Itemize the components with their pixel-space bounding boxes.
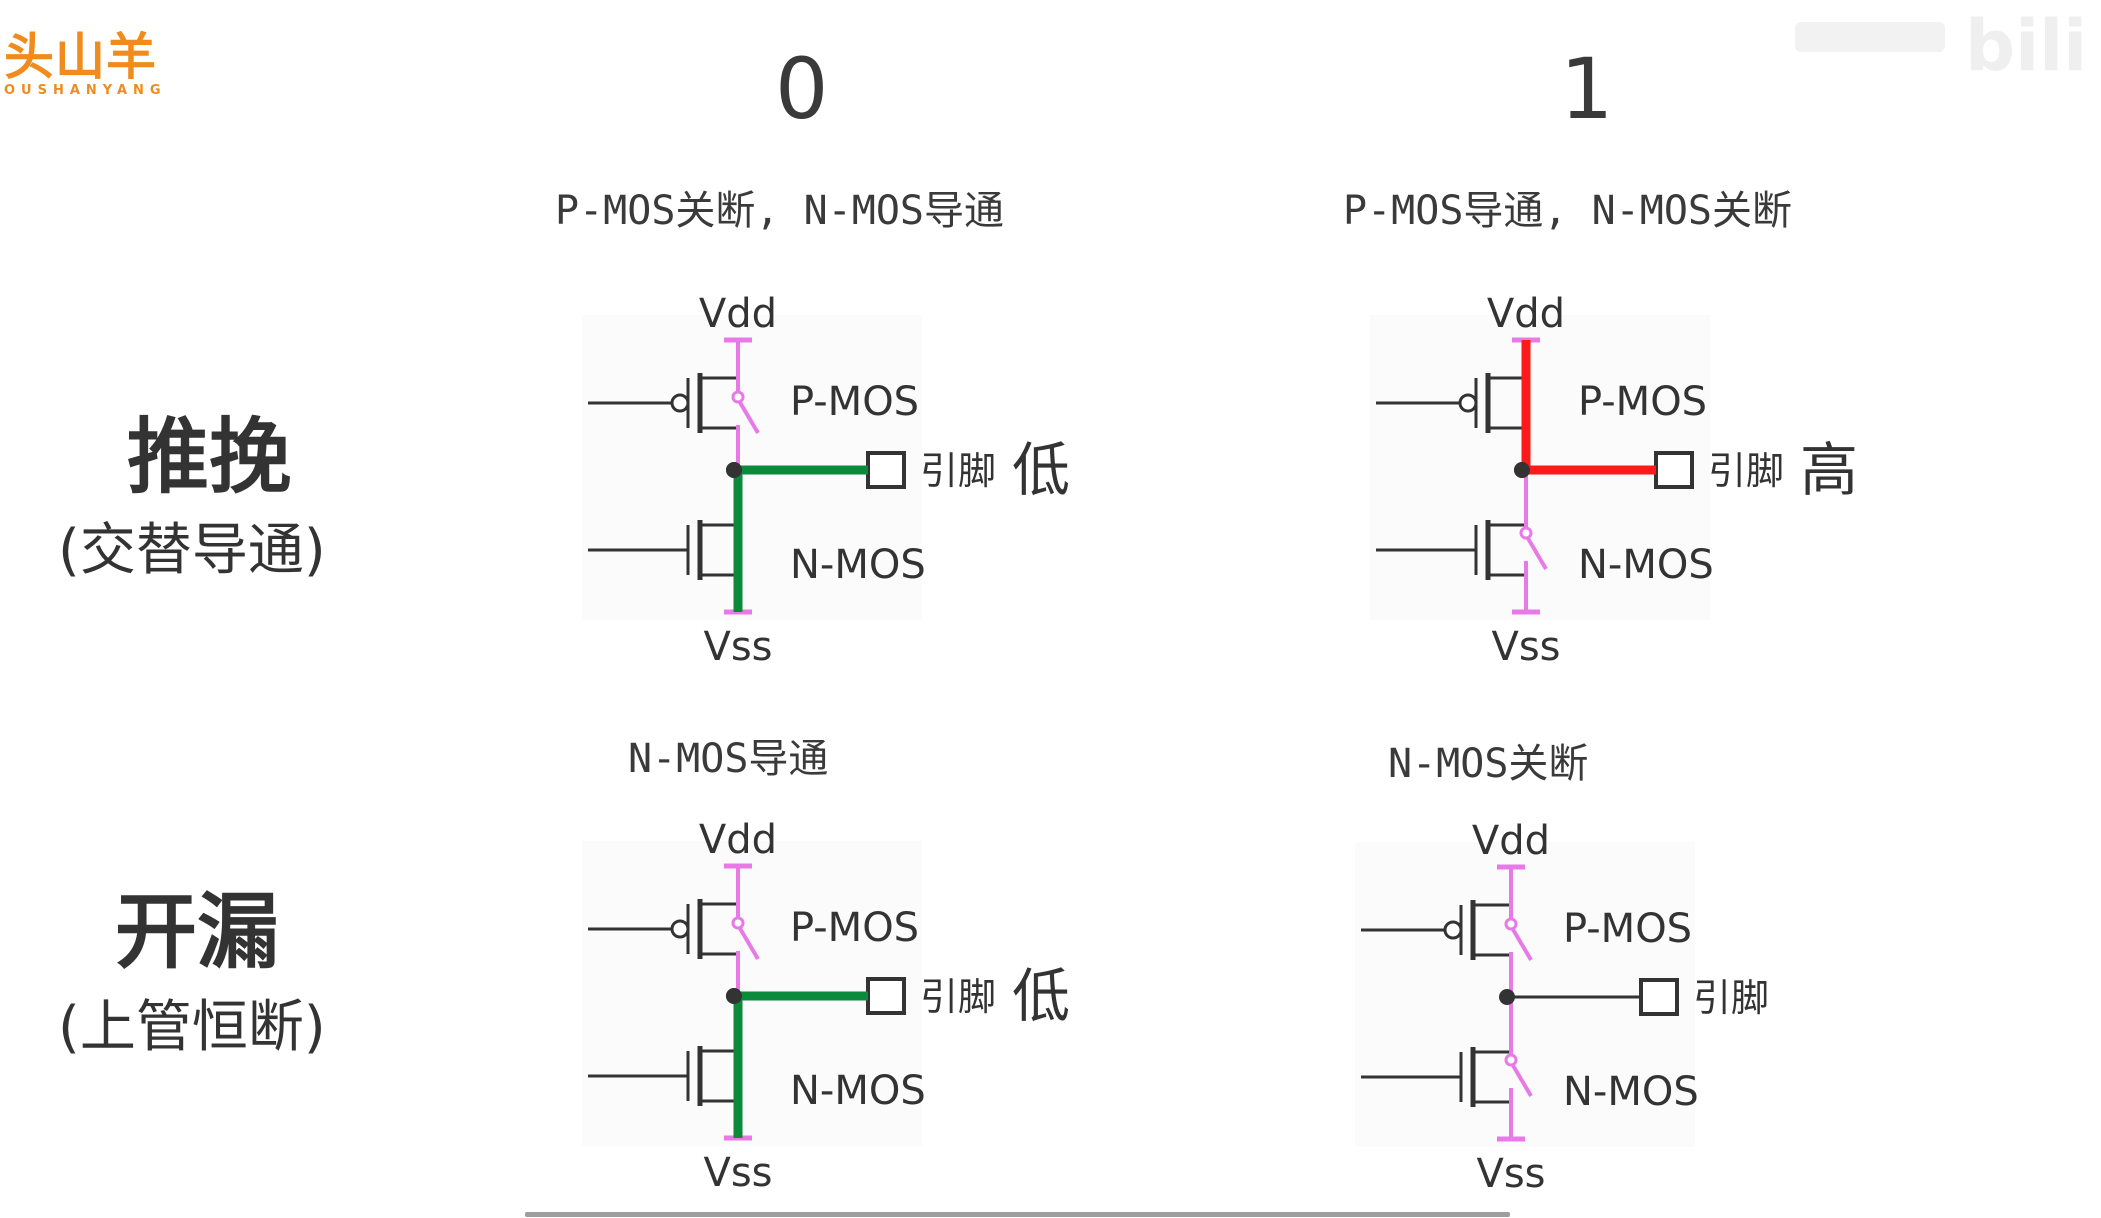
pmos-label: P-MOS — [790, 379, 919, 425]
junction-dot — [1514, 462, 1530, 478]
pmos-switch-pivot — [731, 390, 745, 404]
circuit-push-pull-low: VddVss P-MOS N-MOS 引脚低 — [582, 291, 1070, 670]
pmos-switch-open-blade — [736, 397, 760, 435]
nmos-switch-open-blade — [1509, 1060, 1533, 1098]
pmos-label: P-MOS — [1563, 906, 1692, 952]
nmos-switch-pivot — [1519, 526, 1533, 540]
output-state-label: 低 — [1012, 962, 1070, 1030]
pmos-switch-pivot — [731, 916, 745, 930]
pmos-switch-open-blade — [736, 923, 760, 961]
junction-dot — [726, 988, 742, 1004]
row-subtitle-push-pull: (交替导通) — [58, 518, 326, 583]
pmos-switch-open-blade — [1509, 924, 1533, 962]
nmos-switch-pivot — [1504, 1053, 1518, 1067]
pin-box — [866, 451, 906, 489]
vdd-label: Vdd — [699, 817, 777, 863]
vss-label: Vss — [703, 1150, 772, 1196]
nmos-label: N-MOS — [1563, 1069, 1699, 1115]
pin-label: 引脚 — [1693, 976, 1769, 1020]
logo-text: 头山羊 — [4, 28, 157, 86]
pin-box — [1654, 451, 1694, 489]
nmos-switch-open-blade — [1524, 533, 1548, 571]
pin-box — [1639, 978, 1679, 1016]
pmos-gate-bubble — [1443, 920, 1463, 940]
pmos-label: P-MOS — [1578, 379, 1707, 425]
panel-caption-open-drain-low: N-MOS导通 — [628, 736, 829, 782]
output-state-label: 低 — [1012, 436, 1070, 504]
output-node — [1499, 989, 1515, 1005]
output-state-label: 高 — [1800, 436, 1858, 504]
pmos-gate-bubble — [670, 919, 690, 939]
logo-subtext: OUSHANYANG — [4, 83, 167, 98]
vss-label: Vss — [703, 624, 772, 670]
junction-dot — [726, 462, 742, 478]
panel-caption-push-pull-low: P-MOS关断, N-MOS导通 — [555, 188, 1004, 234]
pmos-gate-bubble — [1458, 393, 1478, 413]
pin-box — [866, 977, 906, 1015]
nmos-label: N-MOS — [1578, 542, 1714, 588]
vdd-label: Vdd — [699, 291, 777, 337]
row-subtitle-open-drain: (上管恒断) — [58, 995, 326, 1060]
vdd-label: Vdd — [1472, 818, 1550, 864]
row-title-open-drain: 开漏 — [115, 885, 280, 980]
row-title-push-pull: 推挽 — [127, 410, 292, 505]
vss-label: Vss — [1491, 624, 1560, 670]
circuit-push-pull-high: VddVss P-MOS N-MOS 引脚高 — [1370, 291, 1858, 670]
vdd-label: Vdd — [1487, 291, 1565, 337]
vss-label: Vss — [1476, 1151, 1545, 1197]
circuit-open-drain-low: VddVss P-MOS N-MOS 引脚低 — [582, 817, 1070, 1196]
horizontal-scrollbar[interactable] — [525, 1212, 1510, 1217]
svg-text:bili: bili — [1965, 5, 2087, 80]
pmos-label: P-MOS — [790, 905, 919, 951]
circuit-background — [1355, 842, 1695, 1147]
pin-label: 引脚 — [920, 449, 996, 493]
bilibili-watermark-icon: bili — [1795, 5, 2087, 80]
pmos-gate-bubble — [670, 393, 690, 413]
column-title-zero: 0 — [775, 40, 829, 138]
panel-caption-open-drain-off: N-MOS关断 — [1388, 741, 1589, 787]
panel-caption-push-pull-high: P-MOS导通, N-MOS关断 — [1343, 188, 1792, 234]
pin-label: 引脚 — [920, 975, 996, 1019]
brand-logo: 头山羊 OUSHANYANG — [4, 30, 167, 98]
nmos-label: N-MOS — [790, 542, 926, 588]
nmos-label: N-MOS — [790, 1068, 926, 1114]
pin-label: 引脚 — [1708, 449, 1784, 493]
pmos-switch-pivot — [1504, 917, 1518, 931]
column-title-one: 1 — [1560, 40, 1614, 138]
